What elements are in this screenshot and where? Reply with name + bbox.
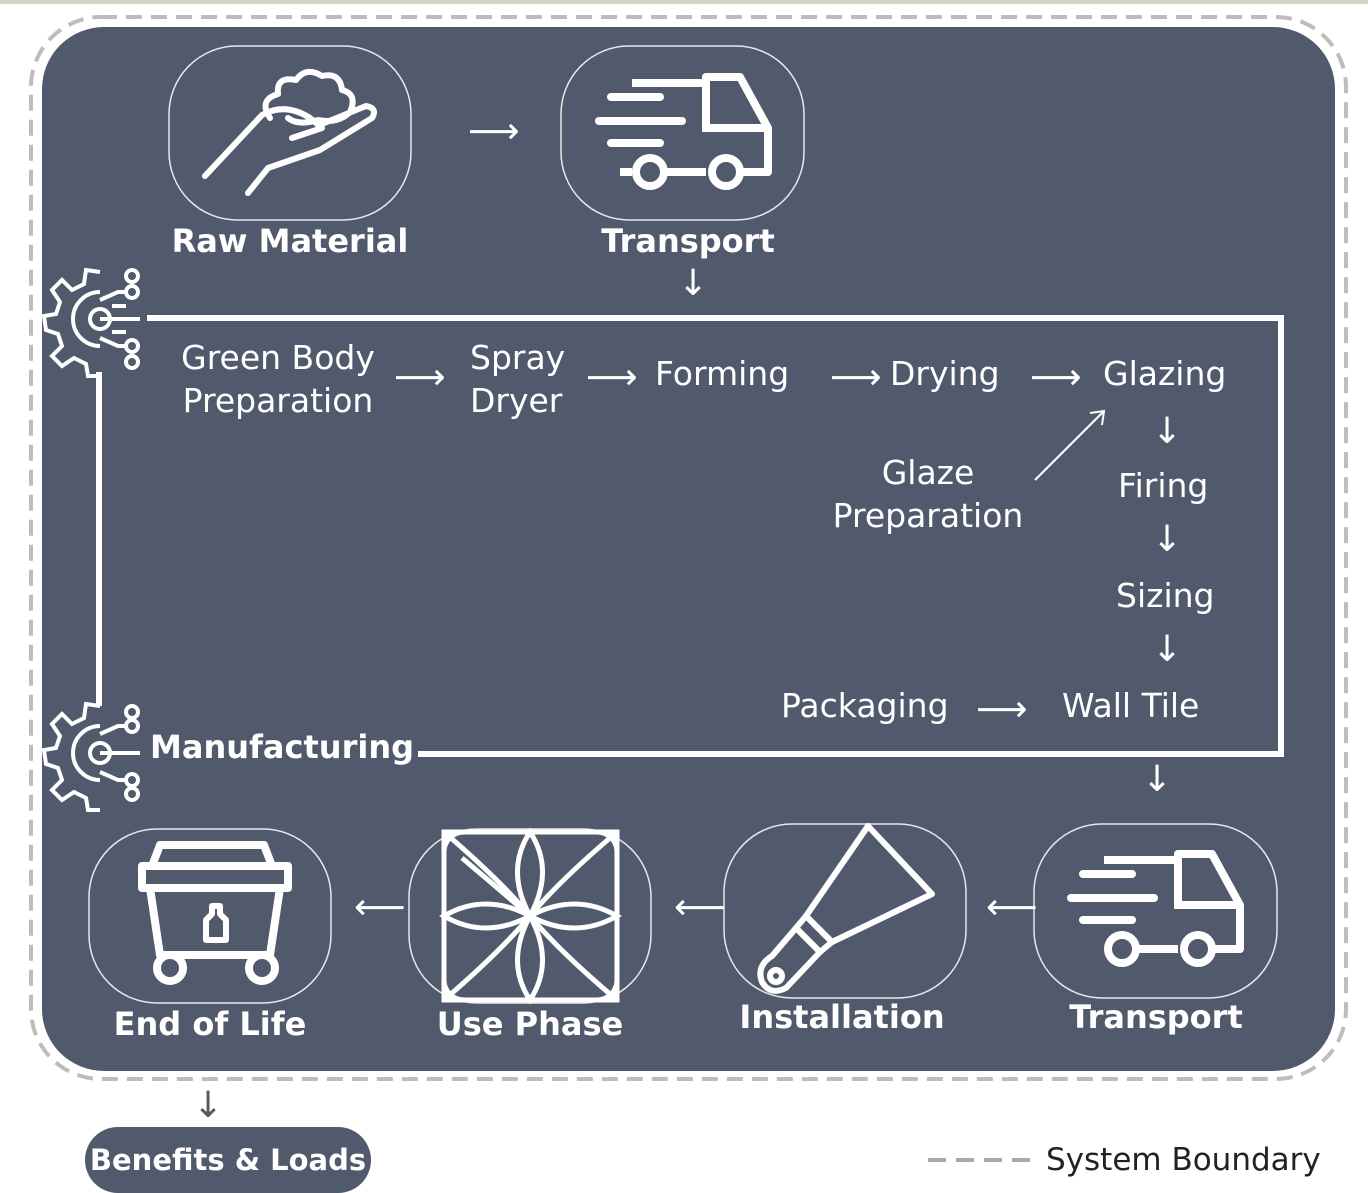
decorative-tile-icon bbox=[439, 827, 623, 1005]
drying-step: Drying bbox=[890, 354, 1000, 393]
gear-circuit-icon bbox=[41, 701, 140, 812]
transport-in-frame bbox=[560, 45, 805, 221]
sizing-step: Sizing bbox=[1116, 576, 1215, 615]
arrow-down: ↓ bbox=[678, 263, 709, 304]
forming-step: Forming bbox=[655, 354, 790, 393]
arrow-right: ⟶ bbox=[976, 689, 1028, 730]
putty-knife-icon bbox=[757, 823, 935, 994]
arrow-right: ⟶ bbox=[468, 111, 520, 152]
raw-material-label: Raw Material bbox=[171, 222, 409, 260]
packaging-step: Packaging bbox=[781, 686, 949, 725]
arrow-down: ↓ bbox=[1152, 629, 1183, 670]
legend-label: System Boundary bbox=[1046, 1142, 1321, 1178]
waste-bin-icon bbox=[138, 841, 292, 985]
use-phase-label: Use Phase bbox=[436, 1005, 624, 1043]
installation-label: Installation bbox=[739, 998, 945, 1036]
arrow-left: ⟵ bbox=[354, 887, 406, 928]
transport-out-frame bbox=[1033, 823, 1278, 999]
delivery-truck-icon bbox=[595, 73, 772, 190]
green-body-preparation-step: Green Body Preparation bbox=[181, 338, 375, 420]
end-of-life-label: End of Life bbox=[113, 1005, 307, 1043]
raw-material-frame bbox=[168, 45, 412, 221]
panel-background bbox=[42, 27, 1335, 1071]
end-of-life-frame bbox=[88, 828, 332, 1004]
glazing-step: Glazing bbox=[1103, 354, 1227, 393]
manufacturing-frame bbox=[96, 315, 1284, 757]
arrow-left: ⟵ bbox=[986, 887, 1038, 928]
arrow-right: ⟶ bbox=[586, 357, 638, 398]
installation-frame bbox=[723, 823, 967, 999]
system-boundary bbox=[29, 15, 1348, 1081]
transport-in-label: Transport bbox=[601, 222, 775, 260]
arrow-down: ↓ bbox=[1142, 759, 1173, 800]
arrow-left: ⟵ bbox=[674, 887, 726, 928]
glaze-preparation-step: Glaze Preparation bbox=[832, 453, 1024, 535]
arrow-down: ↓ bbox=[1152, 519, 1183, 560]
arrow-right: ⟶ bbox=[394, 357, 446, 398]
glaze-to-glazing-arrow bbox=[1034, 409, 1106, 481]
transport-out-label: Transport bbox=[1069, 998, 1243, 1036]
spray-dryer-step: Spray Dryer bbox=[470, 338, 566, 420]
gear-circuit-icon bbox=[41, 267, 140, 378]
arrow-right: ⟶ bbox=[830, 357, 882, 398]
benefits-loads-badge: Benefits & Loads bbox=[85, 1127, 371, 1193]
legend: System Boundary bbox=[928, 1140, 1321, 1180]
legend-dash-swatch bbox=[928, 1158, 1032, 1162]
manufacturing-label: Manufacturing bbox=[150, 728, 414, 766]
arrow-down: ↓ bbox=[193, 1085, 224, 1126]
arrow-down: ↓ bbox=[1152, 411, 1183, 452]
hand-holding-clay-icon bbox=[202, 68, 377, 196]
delivery-truck-icon bbox=[1067, 850, 1244, 967]
wall-tile-step: Wall Tile bbox=[1062, 686, 1200, 725]
arrow-right: ⟶ bbox=[1030, 357, 1082, 398]
firing-step: Firing bbox=[1118, 466, 1209, 505]
